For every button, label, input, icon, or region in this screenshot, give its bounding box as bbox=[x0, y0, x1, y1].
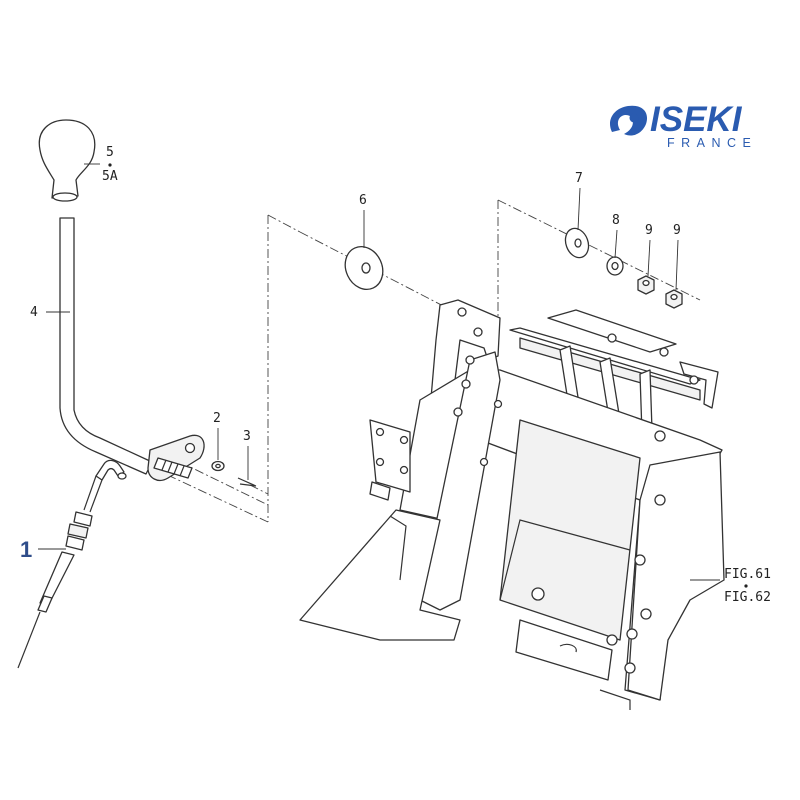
split-pin-3 bbox=[237, 477, 257, 487]
cable-assembly bbox=[17, 459, 127, 669]
logo-country-text: FRANCE bbox=[667, 136, 757, 150]
nut-9-b bbox=[665, 289, 683, 309]
console-frame-assembly bbox=[299, 299, 725, 710]
callout-1: 1 bbox=[20, 537, 32, 562]
figure-ref-62: FIG.62 bbox=[724, 590, 771, 605]
washer-8 bbox=[606, 256, 624, 276]
figure-ref-dot bbox=[744, 584, 748, 588]
callout-5-dot bbox=[108, 163, 112, 167]
callout-6: 6 bbox=[359, 193, 367, 208]
callout-5a: 5A bbox=[102, 169, 118, 184]
callout-labels: 1 2 3 4 5 5A 6 7 8 9 9 FIG.61 FIG.62 bbox=[20, 145, 771, 605]
callout-2: 2 bbox=[213, 411, 221, 426]
callout-8: 8 bbox=[612, 213, 620, 228]
iseki-swoosh-icon bbox=[609, 105, 648, 136]
lever-base-plate bbox=[147, 434, 205, 482]
figure-ref-61: FIG.61 bbox=[724, 567, 771, 582]
callout-7: 7 bbox=[575, 171, 583, 186]
nut-9-a bbox=[637, 275, 655, 295]
callout-4: 4 bbox=[30, 305, 38, 320]
callout-5: 5 bbox=[106, 145, 114, 160]
iseki-logo: ISEKI FRANCE bbox=[609, 100, 757, 150]
shift-lever-rod bbox=[59, 217, 153, 475]
callout-3: 3 bbox=[243, 429, 251, 444]
callout-9-a: 9 bbox=[645, 223, 653, 238]
lever-knob bbox=[38, 119, 96, 202]
washer-2 bbox=[211, 460, 225, 472]
callout-leaders bbox=[38, 163, 720, 581]
callout-9-b: 9 bbox=[673, 223, 681, 238]
washer-6 bbox=[344, 246, 384, 290]
logo-brand-text: ISEKI bbox=[650, 100, 743, 139]
washer-7 bbox=[564, 227, 590, 259]
